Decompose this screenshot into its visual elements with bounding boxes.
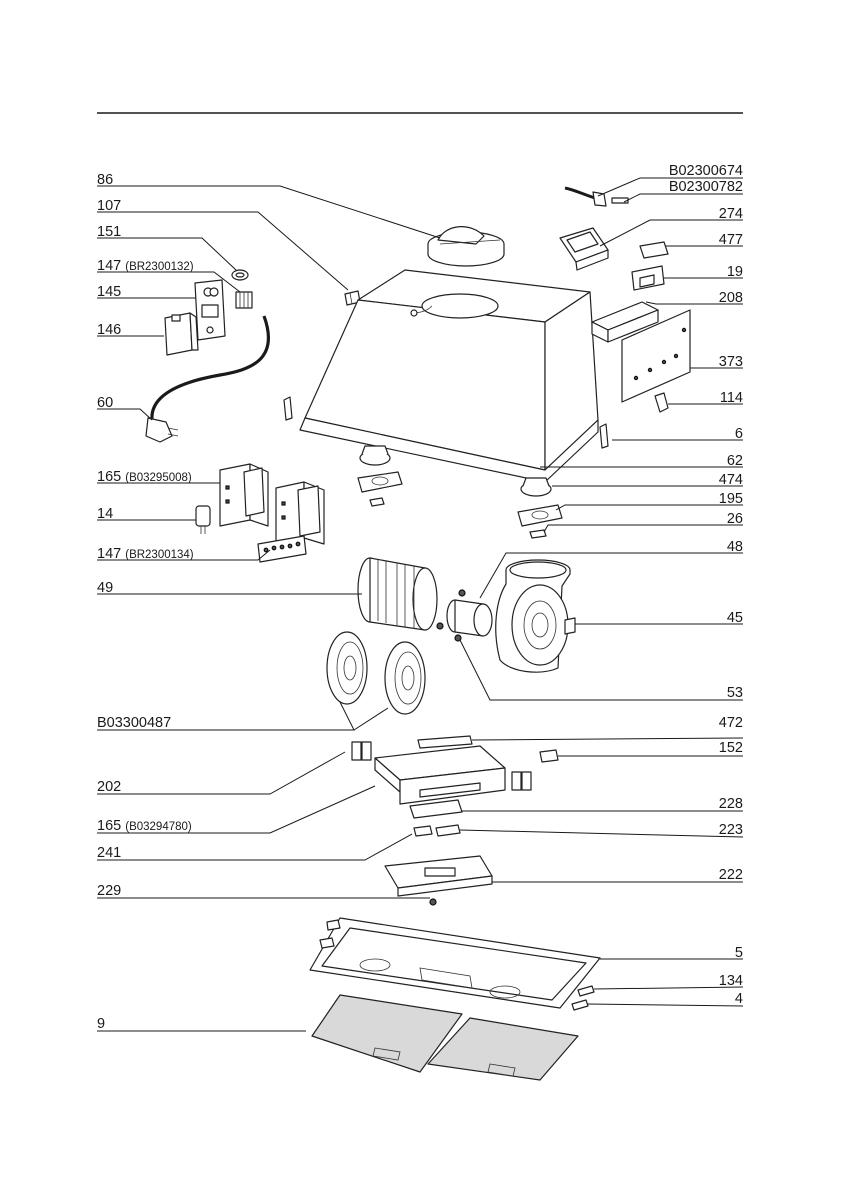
part-62-hood-body xyxy=(300,270,598,482)
label-151: 151 xyxy=(97,224,121,240)
part-477-clip xyxy=(640,242,668,258)
label-165-b: 165 (B03294780) xyxy=(97,818,192,834)
part-165-electronic-box-a xyxy=(220,464,324,544)
label-53: 53 xyxy=(727,685,743,701)
part-26-screw xyxy=(530,530,546,538)
label-147-b: 147 (BR2300134) xyxy=(97,546,194,562)
part-145-switch-plate xyxy=(195,280,225,340)
label-165-a: 165 (B03295008) xyxy=(97,469,192,485)
label-222: 222 xyxy=(719,867,743,883)
part-b02300674-lamp-cable xyxy=(565,188,628,206)
part-b03300487-carbon-filters xyxy=(327,632,425,714)
label-b02300674: B02300674 xyxy=(669,163,743,179)
part-86-outlet-damper xyxy=(428,227,504,266)
label-241: 241 xyxy=(97,845,121,861)
part-274-lamp-holder xyxy=(560,228,608,270)
labels-right: B02300674 B02300782 274 477 19 208 373 1… xyxy=(669,163,743,1007)
part-147-terminal-block-b xyxy=(258,536,306,562)
part-48-motor xyxy=(437,590,492,641)
label-223: 223 xyxy=(719,822,743,838)
label-474: 474 xyxy=(719,472,743,488)
label-195: 195 xyxy=(719,491,743,507)
label-9: 9 xyxy=(97,1016,105,1032)
part-9-grease-filters xyxy=(312,995,578,1080)
label-152: 152 xyxy=(719,740,743,756)
part-14-capacitor xyxy=(196,506,210,534)
label-b03300487: B03300487 xyxy=(97,715,171,731)
label-229: 229 xyxy=(97,883,121,899)
part-223-241-buttons xyxy=(414,825,460,836)
label-86: 86 xyxy=(97,172,113,188)
label-b02300782: B02300782 xyxy=(669,179,743,195)
label-49: 49 xyxy=(97,580,113,596)
labels-left: 86 107 151 147 (BR2300132) 145 146 60 16… xyxy=(97,172,194,1032)
label-107: 107 xyxy=(97,198,121,214)
label-147-a: 147 (BR2300132) xyxy=(97,258,194,274)
part-114-clip xyxy=(655,393,668,412)
part-146-switch-box xyxy=(165,313,198,355)
label-134: 134 xyxy=(719,973,743,989)
part-222-control-housing xyxy=(385,856,492,896)
part-165-electronic-box-b xyxy=(375,746,505,804)
label-228: 228 xyxy=(719,796,743,812)
part-5-bottom-frame xyxy=(310,918,600,1008)
part-229-screw xyxy=(430,899,436,905)
label-6: 6 xyxy=(735,426,743,442)
part-474-fan-holder xyxy=(521,478,551,496)
label-60: 60 xyxy=(97,395,113,411)
label-26: 26 xyxy=(727,511,743,527)
part-147-terminal-block-a xyxy=(236,292,252,308)
part-151-ring xyxy=(232,270,248,280)
part-49-impeller xyxy=(358,558,437,630)
label-48: 48 xyxy=(727,539,743,555)
label-145: 145 xyxy=(97,284,121,300)
label-5: 5 xyxy=(735,945,743,961)
label-472: 472 xyxy=(719,715,743,731)
part-195-plate xyxy=(518,505,562,526)
label-45: 45 xyxy=(727,610,743,626)
label-62: 62 xyxy=(727,453,743,469)
label-202: 202 xyxy=(97,779,121,795)
label-14: 14 xyxy=(97,506,113,522)
part-228-pcb xyxy=(410,800,462,818)
part-472-bar xyxy=(418,736,472,748)
label-4: 4 xyxy=(735,991,743,1007)
label-146: 146 xyxy=(97,322,121,338)
part-19-bracket xyxy=(632,266,664,290)
part-474-195-26-left xyxy=(358,446,402,506)
part-45-fan-housing xyxy=(496,560,575,672)
part-152-clip xyxy=(540,750,558,762)
